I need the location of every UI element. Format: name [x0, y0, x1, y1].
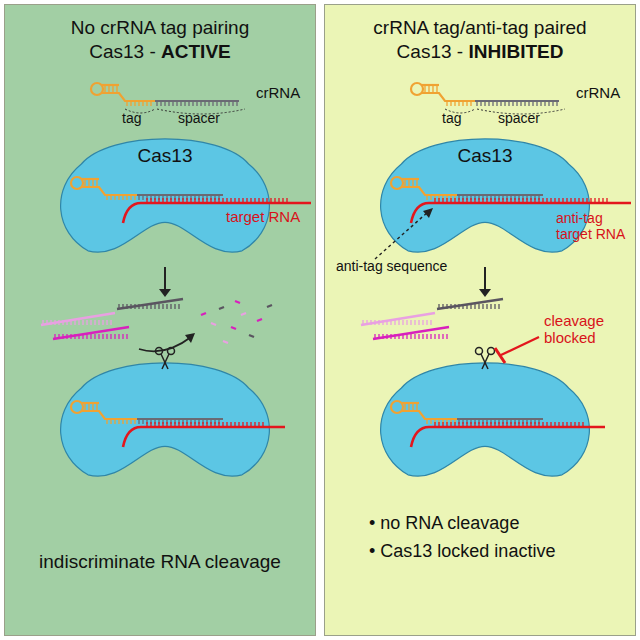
part-label: tag — [122, 110, 141, 126]
panel-note: • no RNA cleavage — [369, 513, 519, 534]
part-label: crRNA — [256, 84, 300, 101]
protein-name: Cas13 — [458, 145, 513, 167]
panel-heading: No crRNA tag pairing — [71, 17, 249, 39]
part-label: cleavage blocked — [544, 312, 626, 347]
cas13-protein: Cas13 — [55, 133, 275, 257]
part-label: anti-tag target RNA — [556, 210, 634, 242]
panel-heading: Cas13 - INHIBITED — [397, 41, 564, 63]
protein-name: Cas13 — [138, 145, 193, 167]
part-label: spacer — [178, 110, 220, 126]
panel-note: indiscriminate RNA cleavage — [39, 551, 281, 573]
panel-note: • Cas13 locked inactive — [369, 541, 555, 562]
part-label: crRNA — [576, 84, 620, 101]
panel-heading: Cas13 - ACTIVE — [89, 41, 231, 63]
part-label: anti-tag sequence — [336, 258, 447, 274]
panel-heading: crRNA tag/anti-tag paired — [373, 17, 586, 39]
part-label: target RNA — [226, 208, 300, 225]
part-label: spacer — [498, 110, 540, 126]
part-label: tag — [442, 110, 461, 126]
